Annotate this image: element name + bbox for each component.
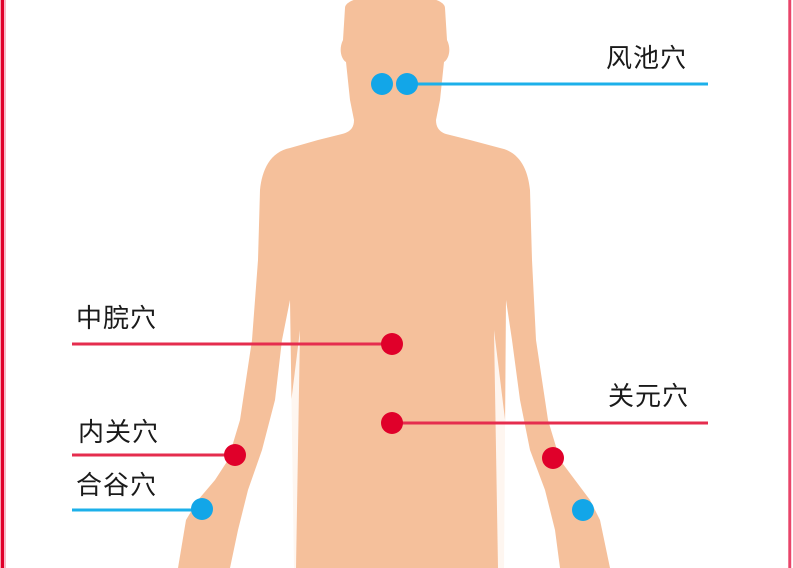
zhongwan-point[interactable] <box>381 333 403 355</box>
frame-right-border <box>788 0 792 568</box>
neiguan-label: 内关穴 <box>78 418 160 448</box>
hegu-label: 合谷穴 <box>76 471 158 501</box>
guanyuan-label: 关元穴 <box>608 382 690 412</box>
frame-left-border <box>0 0 6 568</box>
guanyuan-point[interactable] <box>381 412 403 434</box>
fengchi-point-left[interactable] <box>371 73 393 95</box>
fengchi-label: 风池穴 <box>606 44 688 74</box>
arm-gap-right <box>494 330 510 568</box>
hegu-point-left[interactable] <box>191 498 213 520</box>
zhongwan-label: 中脘穴 <box>76 304 158 334</box>
hegu-point-right[interactable] <box>572 499 594 521</box>
arm-gap-left <box>284 330 300 568</box>
neiguan-point-left[interactable] <box>224 444 246 466</box>
fengchi-point-right[interactable] <box>396 73 418 95</box>
neiguan-point-right[interactable] <box>542 447 564 469</box>
